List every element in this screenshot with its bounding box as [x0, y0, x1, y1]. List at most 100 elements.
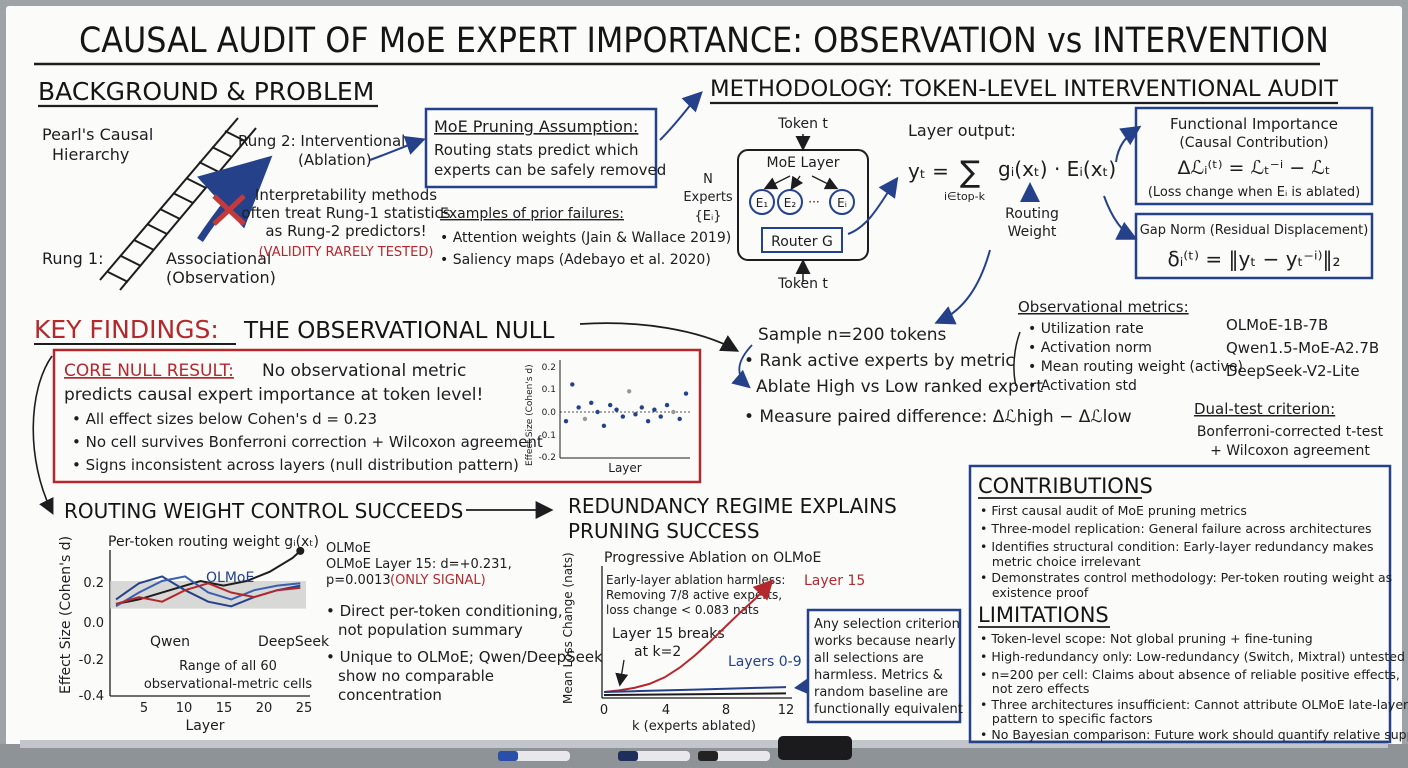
ablation-xlabel: k (experts ablated)	[632, 719, 756, 734]
limit-5: • Three architectures insufficient: Cann…	[980, 697, 1408, 712]
step-3: Ablate High vs Low ranked expert	[756, 377, 1043, 397]
routing-xtick-1: 5	[140, 701, 148, 716]
scatter-xlabel: Layer	[608, 461, 642, 475]
failures-title: Examples of prior failures:	[440, 206, 624, 222]
callout-3: all selections are	[814, 651, 924, 666]
scatter-ytick-2: 0.1	[542, 385, 556, 395]
routing-heading: ROUTING WEIGHT CONTROL SUCCEEDS	[64, 499, 463, 523]
label-layers0-9: Layers 0-9	[728, 654, 802, 670]
routing-ytick-2: 0.0	[83, 616, 104, 631]
routing-xtick-2: 10	[176, 701, 193, 716]
ablation-series-baseline	[603, 692, 787, 696]
contrib-5: • Demonstrates control methodology: Per-…	[980, 570, 1392, 585]
scatter-point	[645, 419, 651, 424]
cross-icon	[212, 194, 246, 226]
formula-index: i∈top-k	[944, 190, 986, 203]
svg-text:E₁: E₁	[756, 196, 769, 210]
scatter-chart: 0.2 0.1 0.0 -0.1 -0.2 Effect Size (Cohen…	[525, 360, 690, 475]
marker-navy[interactable]	[618, 751, 690, 761]
token-bottom: Token t	[777, 276, 828, 292]
svg-text:Eᵢ: Eᵢ	[837, 196, 847, 210]
validity-note: (VALIDITY RARELY TESTED)	[259, 245, 434, 260]
obs-metric-1: • Utilization rate	[1028, 321, 1144, 337]
experts-set: {Eᵢ}	[694, 209, 721, 224]
label-layer15: Layer 15	[804, 573, 865, 589]
ablation-series-1	[603, 686, 787, 693]
router-label: Router G	[771, 234, 833, 250]
limit-2: • High-redundancy only: Low-redundancy (…	[980, 649, 1405, 664]
scatter-point	[664, 402, 670, 408]
eraser[interactable]	[778, 736, 852, 760]
scatter-point	[589, 400, 594, 405]
scatter-ylabel: Effect Size (Cohen's d)	[525, 364, 535, 466]
scatter-point	[671, 409, 676, 415]
formula-sum: ∑	[960, 155, 980, 190]
annotation-flag: (ONLY SIGNAL)	[390, 573, 486, 588]
contrib-6: existence proof	[980, 585, 1089, 600]
band-label-2: observational-metric cells	[144, 677, 313, 692]
routing-xtick-4: 20	[256, 701, 273, 716]
routing-point-3: • Unique to OLMoE; Qwen/DeepSeek	[326, 648, 603, 666]
ablation-xtick-3: 8	[722, 703, 730, 718]
routing-point-2: not population summary	[338, 621, 523, 639]
obs-metric-3: • Mean routing weight (active)	[1028, 359, 1243, 375]
limit-3: • n=200 per cell: Claims about absence o…	[980, 667, 1400, 682]
scatter-point	[683, 391, 689, 396]
core-line-1: No observational metric	[262, 361, 466, 381]
expert-node-1: E₁	[749, 189, 775, 215]
break-note-1: Layer 15 breaks	[612, 626, 725, 642]
failure-1: • Attention weights (Jain & Wallace 2019…	[440, 230, 731, 246]
annotation-olmoe: OLMoE	[326, 541, 371, 556]
core-line-2: predicts causal expert importance at tok…	[64, 385, 483, 405]
scatter-ytick-1: 0.2	[542, 363, 556, 373]
findings-heading-a: KEY FINDINGS:	[34, 315, 219, 344]
marker-blue[interactable]	[498, 751, 570, 761]
routing-point-1: • Direct per-token conditioning,	[326, 602, 563, 620]
marker-black[interactable]	[698, 751, 770, 761]
ablation-ylabel: Mean Loss Change (nats)	[561, 552, 575, 704]
gap-title: Gap Norm (Residual Displacement)	[1140, 223, 1369, 238]
experts-word: Experts	[683, 190, 733, 205]
routing-ytick-3: -0.2	[79, 653, 104, 668]
scatter-point	[576, 405, 581, 410]
routing-chart: Per-token routing weight gᵢ(xₜ) 0.2 0.0 …	[58, 534, 512, 734]
obs-metric-2: • Activation norm	[1028, 340, 1152, 356]
scatter-ytick-4: -0.1	[538, 431, 556, 441]
label-olmoe: OLMoE	[206, 570, 254, 586]
assumption-title: MoE Pruning Assumption:	[434, 117, 638, 136]
scatter-point	[601, 423, 607, 428]
ablation-note-2: Removing 7/8 active experts,	[606, 588, 782, 602]
routing-xtick-3: 15	[216, 701, 233, 716]
core-bullet-1: • All effect sizes below Cohen's d = 0.2…	[72, 410, 377, 428]
core-bullet-3: • Signs inconsistent across layers (null…	[72, 456, 519, 474]
ablation-xtick-1: 0	[600, 703, 608, 718]
signal-point	[296, 546, 305, 555]
limitations-heading: LIMITATIONS	[978, 603, 1109, 627]
limit-1: • Token-level scope: Not global pruning …	[980, 631, 1313, 646]
background-heading: BACKGROUND & PROBLEM	[38, 77, 374, 106]
scatter-point	[652, 407, 657, 412]
scatter-point	[595, 409, 600, 415]
moe-layer-label: MoE Layer	[767, 155, 840, 171]
associational-label: Associational	[166, 249, 271, 268]
svg-text:E₂: E₂	[784, 196, 797, 210]
scatter-point	[608, 402, 613, 408]
limit-4: not zero effects	[980, 681, 1089, 696]
ablation-xtick-4: 12	[778, 703, 795, 718]
core-null-box	[52, 348, 702, 484]
contrib-2: • Three-model replication: General failu…	[980, 521, 1372, 536]
callout-1: Any selection criterion	[814, 617, 960, 632]
formula-lhs: yₜ =	[908, 159, 949, 183]
obs-metric-4: • Activation std	[1028, 378, 1137, 394]
ablation-series-0	[603, 579, 774, 693]
causal-arrow	[197, 155, 273, 242]
dual-title: Dual-test criterion:	[1194, 400, 1335, 418]
routing-weight-1: Routing	[1005, 206, 1059, 222]
model-2: Qwen1.5-MoE-A2.7B	[1226, 339, 1379, 357]
formula-rhs: gᵢ(xₜ) · Eᵢ(xₜ)	[998, 157, 1116, 181]
rung2-sub: (Ablation)	[298, 151, 372, 169]
redundancy-heading-1: REDUNDANCY REGIME EXPLAINS	[568, 494, 897, 518]
ablation-note-1: Early-layer ablation harmless:	[606, 573, 785, 587]
gap-box	[1134, 212, 1374, 280]
routing-series-olmoe	[115, 550, 301, 605]
